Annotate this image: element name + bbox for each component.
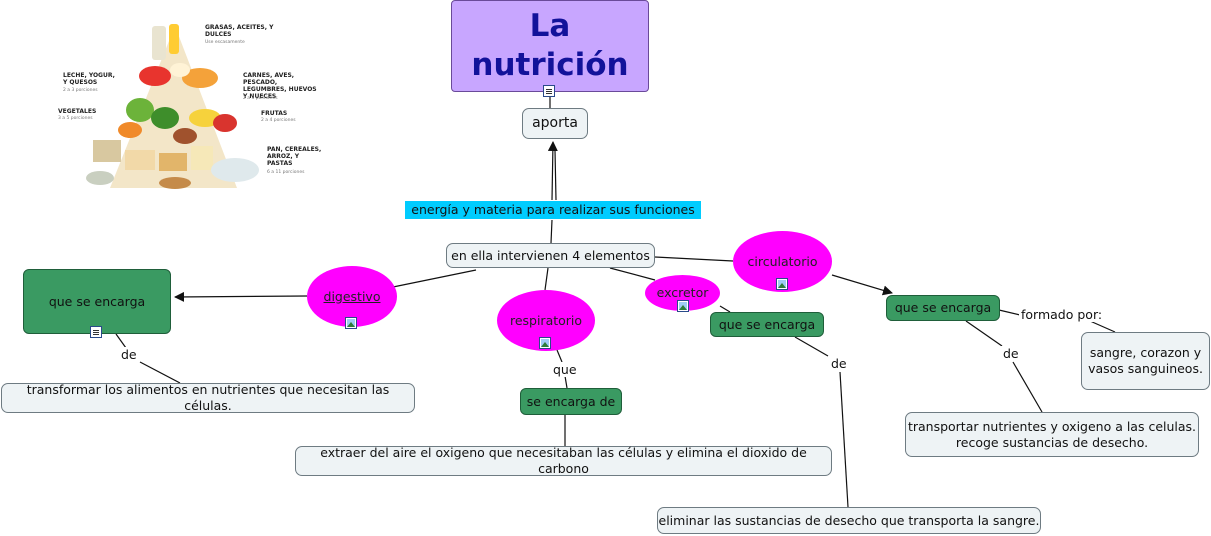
encarga-excretor-node[interactable]: que se encarga — [710, 312, 824, 337]
pyramid-label-leche: LECHE, YOGUR, Y QUESOS — [63, 72, 115, 86]
link-elementos-excretor — [609, 267, 656, 281]
extraer-node[interactable]: extraer del aire el oxigeno que necesita… — [295, 445, 832, 476]
sangre-line-2: vasos sanguineos. — [1088, 361, 1203, 376]
link-encarga-de — [115, 333, 127, 349]
encarga-circulatorio-node[interactable]: que se encarga — [886, 295, 1000, 321]
transportar-line-1: transportar nutrientes y oxigeno a las c… — [907, 418, 1197, 434]
transportar-node[interactable]: transportar nutrientes y oxigeno a las c… — [905, 412, 1199, 457]
link-de-transformar — [139, 361, 181, 384]
label-de-excretor: de — [829, 356, 849, 371]
pyramid-label-pan: PAN, CEREALES, ARROZ, Y PASTAS — [267, 146, 322, 167]
link-elementos-circulatorio — [654, 256, 734, 262]
pyramid-sub-frutas: 2 a 4 porciones — [261, 118, 296, 123]
link-elementos-digestivo — [392, 269, 477, 288]
pyramid-label-vegetales: VEGETALES — [58, 108, 97, 115]
transportar-line-2: recoge sustancias de desecho. — [955, 434, 1149, 450]
circulatorio-image-icon[interactable] — [776, 278, 788, 290]
pyramid-sub-grasas: Use escasamente — [205, 40, 245, 45]
sangre-line-1: sangre, corazon y — [1089, 345, 1202, 361]
eliminar-node[interactable]: eliminar las sustancias de desecho que t… — [657, 507, 1041, 534]
pyramid-label-carnes: CARNES, AVES, PESCADO, LEGUMBRES, HUEVOS… — [243, 72, 317, 100]
encarga-digestivo-node[interactable]: que se encarga — [23, 269, 171, 334]
link-encarga-de-excretor — [794, 336, 829, 357]
digestivo-image-icon[interactable] — [345, 317, 357, 329]
link-encarga-formado — [998, 309, 1021, 316]
pyramid-label-frutas: FRUTAS — [261, 110, 288, 117]
link-de-eliminar — [839, 371, 849, 508]
aporta-node[interactable]: aporta — [522, 108, 588, 139]
encarga-respiratorio-node[interactable]: se encarga de — [520, 388, 622, 415]
label-de-circulatorio: de — [1001, 346, 1021, 361]
energia-node[interactable]: energía y materia para realizar sus func… — [405, 201, 701, 219]
encarga-note-icon[interactable] — [90, 326, 102, 338]
link-digestivo-encarga — [174, 291, 308, 302]
link-respiratorio-que — [556, 349, 563, 363]
respiratorio-image-icon[interactable] — [539, 337, 551, 349]
label-de-digestivo: de — [119, 347, 139, 362]
link-energia-aporta-2 — [554, 149, 557, 201]
link-energia-aporta — [547, 141, 558, 201]
label-formado-por: formado por: — [1019, 307, 1105, 322]
pyramid-sub-pan: 6 a 11 porciones — [267, 170, 305, 175]
link-excretor-encarga — [719, 305, 731, 313]
link-que-encarga — [564, 375, 568, 389]
food-pyramid-image: GRASAS, ACEITES, Y DULCES Use escasament… — [55, 18, 325, 198]
elementos-node[interactable]: en ella intervienen 4 elementos — [446, 243, 655, 268]
sangre-node[interactable]: sangre, corazon y vasos sanguineos. — [1081, 332, 1210, 390]
digestivo-node[interactable]: digestivo — [307, 266, 397, 327]
pyramid-sub-carnes: 2 a 3 porciones — [243, 96, 278, 101]
link-encarga-de-circ — [965, 320, 1003, 347]
label-que-respiratorio: que — [551, 362, 579, 377]
link-elementos-respiratorio — [544, 267, 549, 291]
pyramid-sub-leche: 2 a 3 porciones — [63, 88, 98, 93]
link-circulatorio-encarga — [831, 274, 893, 296]
note-document-icon[interactable] — [543, 85, 555, 97]
excretor-image-icon[interactable] — [677, 300, 689, 312]
link-formado-sangre — [1089, 320, 1116, 333]
link-de-transportar — [1012, 361, 1043, 413]
digestivo-label: digestivo — [323, 288, 381, 304]
title-node[interactable]: La nutrición — [451, 0, 649, 92]
pyramid-sub-vegetales: 3 a 5 porciones — [58, 116, 93, 121]
link-elementos-energia — [550, 219, 553, 244]
food-pyramid-drawing — [86, 24, 259, 189]
transformar-node[interactable]: transformar los alimentos en nutrientes … — [1, 382, 415, 413]
pyramid-label-grasas: GRASAS, ACEITES, Y DULCES — [205, 24, 274, 38]
